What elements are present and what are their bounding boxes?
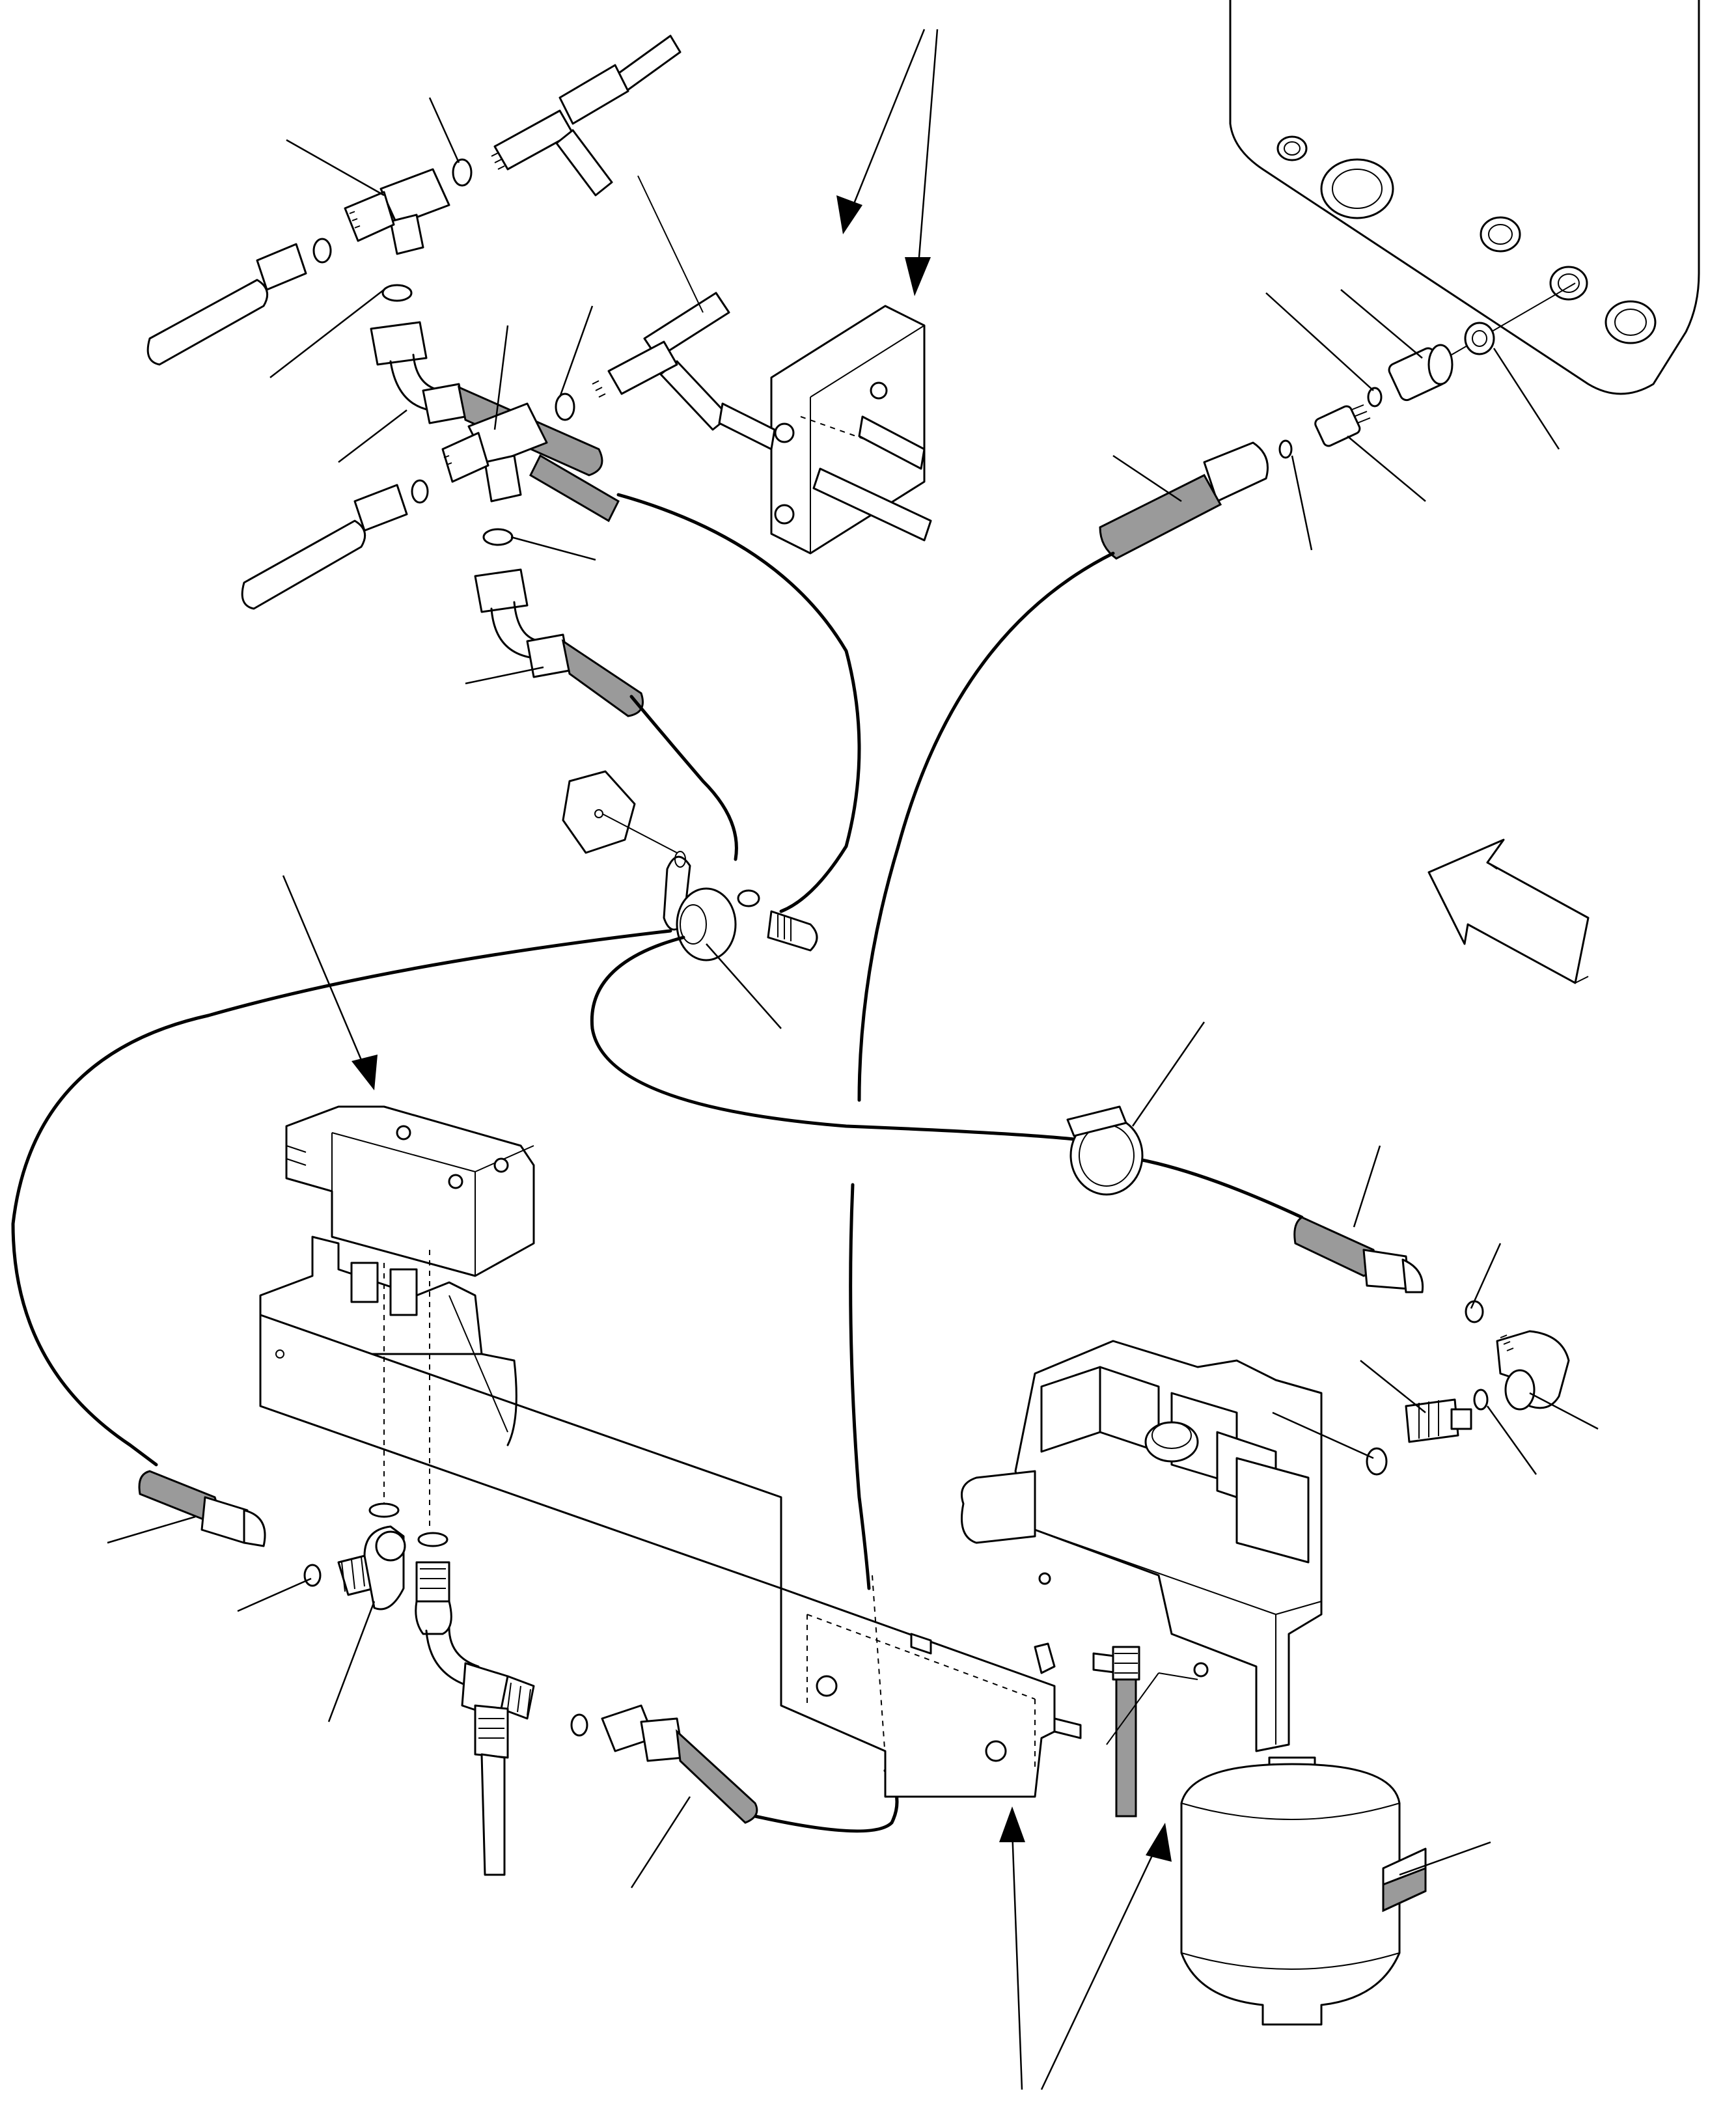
tank-port-fittings [1099,283,1576,560]
upper-tee-assembly [146,35,682,477]
tank-panel [1229,0,1700,395]
pilot-valve-block [637,175,932,555]
lower-right-elbow [1293,1216,1570,1476]
lower-left-fittings [138,1470,758,1876]
leader-lines [107,97,1599,1888]
front-direction-arrow [1427,838,1590,984]
solenoid-valve-frame [259,1105,782,1590]
lower-tee-assembly [241,292,730,717]
callout-arrows [282,29,1172,2090]
control-valve [961,1340,1323,1817]
accumulator [1180,1756,1427,2026]
hose-band-clamp [1066,1105,1144,1196]
frame-plate [780,1575,1121,1798]
clamp-bracket [562,770,818,961]
frame-end-block [1034,1642,1056,1674]
